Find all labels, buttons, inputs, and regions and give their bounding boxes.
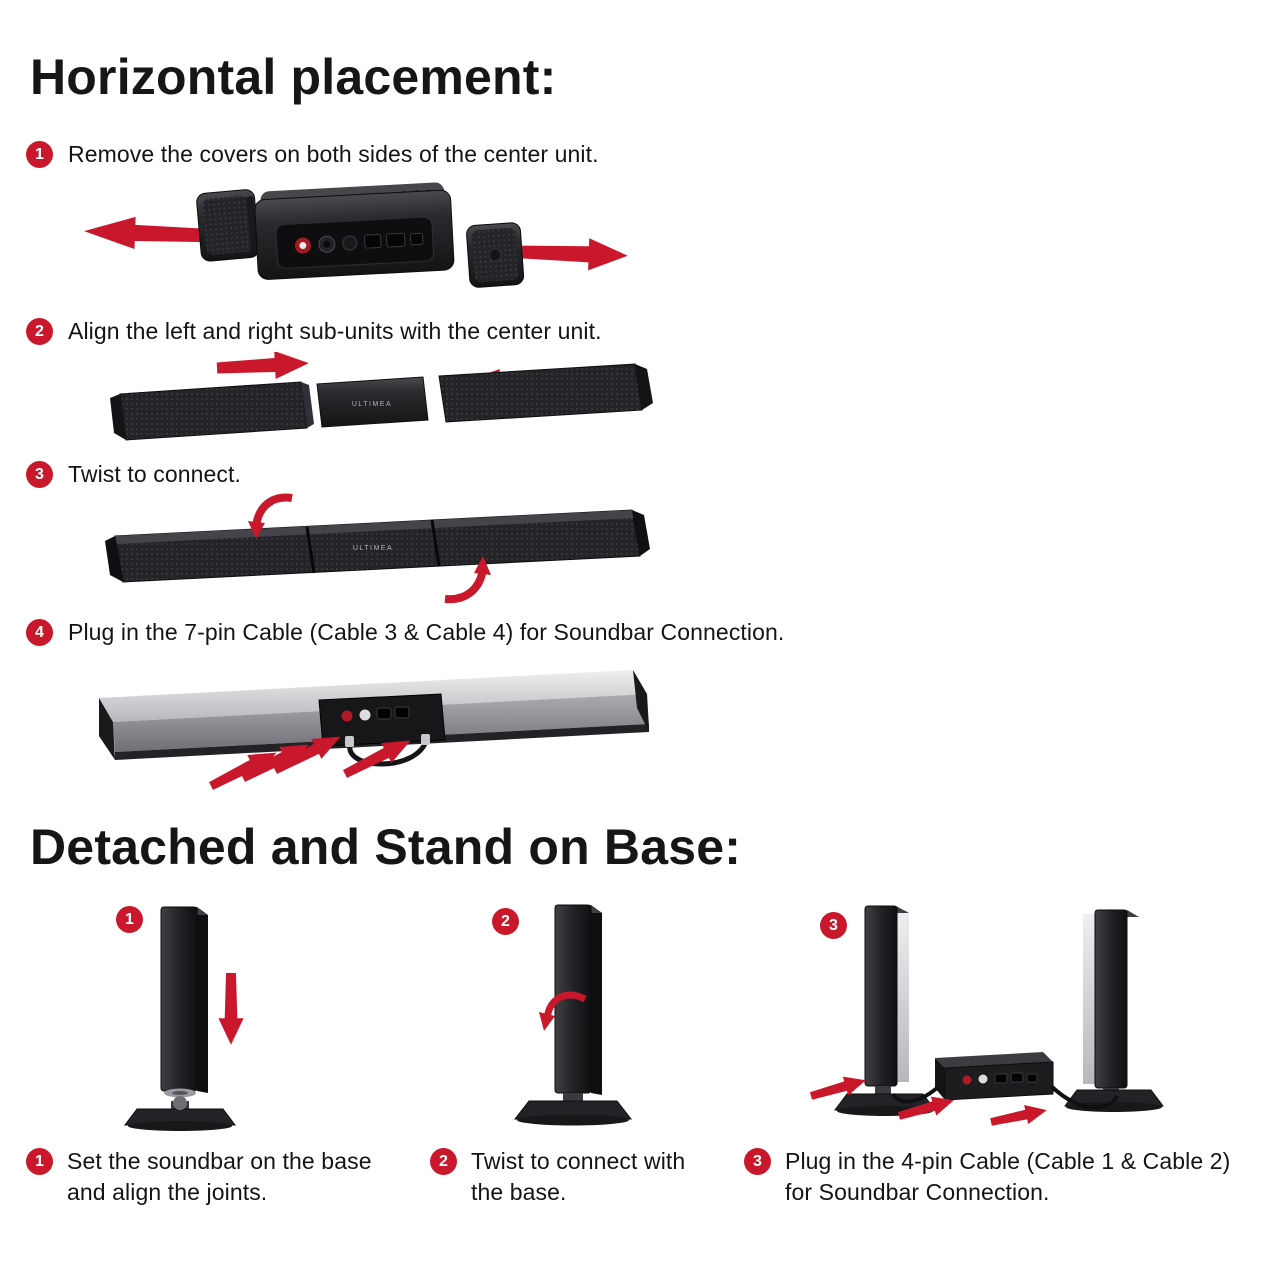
figure-set-on-base xyxy=(124,906,244,1131)
center-unit xyxy=(254,182,455,280)
tower-base xyxy=(124,1096,236,1131)
step-h4-badge: 4 xyxy=(26,619,53,646)
step-h3-badge: 3 xyxy=(26,461,53,488)
left-tower xyxy=(834,905,936,1116)
four-pin-cable xyxy=(891,1086,939,1104)
soundbar-tower xyxy=(160,906,208,1098)
step-h1-text: Remove the covers on both sides of the c… xyxy=(68,141,599,167)
center-unit xyxy=(935,1052,1054,1101)
step-d2-text: Twist to connect with the base. xyxy=(471,1148,686,1205)
step-d1-text: Set the soundbar on the base and align t… xyxy=(67,1148,372,1205)
brand-label: ULTIMEA xyxy=(352,401,392,408)
tower-base xyxy=(513,1093,633,1126)
soundbar-tower xyxy=(554,904,602,1095)
step-h4-text: Plug in the 7-pin Cable (Cable 3 & Cable… xyxy=(68,619,785,645)
illustration-remove-covers xyxy=(83,182,629,288)
connected-soundbar: ULTIMEA xyxy=(105,509,650,583)
step-d3-row: 3 Plug in the 4-pin Cable (Cable 1 & Cab… xyxy=(744,1146,1245,1208)
illustration-twist-connect: ULTIMEA xyxy=(105,493,650,604)
step-h2-badge: 2 xyxy=(26,318,53,345)
left-subunit xyxy=(110,381,314,441)
twist-arrow-right-icon xyxy=(444,556,491,604)
step-d3-badge: 3 xyxy=(744,1148,771,1175)
step-h1-row: 1 Remove the covers on both sides of the… xyxy=(26,139,599,170)
step-h2-row: 2 Align the left and right sub-units wit… xyxy=(26,316,602,347)
page-title-detached: Detached and Stand on Base: xyxy=(30,819,742,875)
figure-1-badge: 1 xyxy=(116,906,143,933)
step-d1-badge: 1 xyxy=(26,1148,53,1175)
twist-arrow-icon xyxy=(539,991,587,1031)
illustration-7pin-cable xyxy=(99,670,649,796)
step-h3-text: Twist to connect. xyxy=(68,461,241,487)
arrow-up-right-icon xyxy=(988,1100,1049,1132)
step-h3-row: 3 Twist to connect. xyxy=(26,459,241,490)
figure-3-badge: 3 xyxy=(820,912,847,939)
center-subunit: ULTIMEA xyxy=(316,376,429,428)
page-title-horizontal: Horizontal placement: xyxy=(30,49,557,105)
step-d1-row: 1 Set the soundbar on the base and align… xyxy=(26,1146,397,1208)
arrow-down-icon xyxy=(218,973,244,1045)
step-d3-text: Plug in the 4-pin Cable (Cable 1 & Cable… xyxy=(785,1148,1231,1205)
step-d2-badge: 2 xyxy=(430,1148,457,1175)
brand-label: ULTIMEA xyxy=(353,545,393,552)
twist-arrow-left-icon xyxy=(248,493,293,539)
figure-4pin-cable xyxy=(808,905,1164,1132)
step-h2-text: Align the left and right sub-units with … xyxy=(68,318,602,344)
right-cover xyxy=(466,222,525,288)
seven-pin-cable xyxy=(347,737,430,767)
illustration-align-subunits: ULTIMEA xyxy=(110,352,653,441)
four-pin-cable xyxy=(1049,1084,1119,1110)
figure-2-badge: 2 xyxy=(492,908,519,935)
right-subunit xyxy=(438,363,653,423)
step-d2-row: 2 Twist to connect with the base. xyxy=(430,1146,701,1208)
arrow-right-icon xyxy=(521,235,629,272)
step-h4-row: 4 Plug in the 7-pin Cable (Cable 3 & Cab… xyxy=(26,617,784,648)
figure-twist-on-base xyxy=(513,904,633,1126)
left-cover xyxy=(196,189,260,262)
soundbar-with-lightbars xyxy=(99,670,649,767)
step-h1-badge: 1 xyxy=(26,141,53,168)
arrow-right-icon xyxy=(216,352,310,382)
right-tower xyxy=(1064,909,1164,1112)
